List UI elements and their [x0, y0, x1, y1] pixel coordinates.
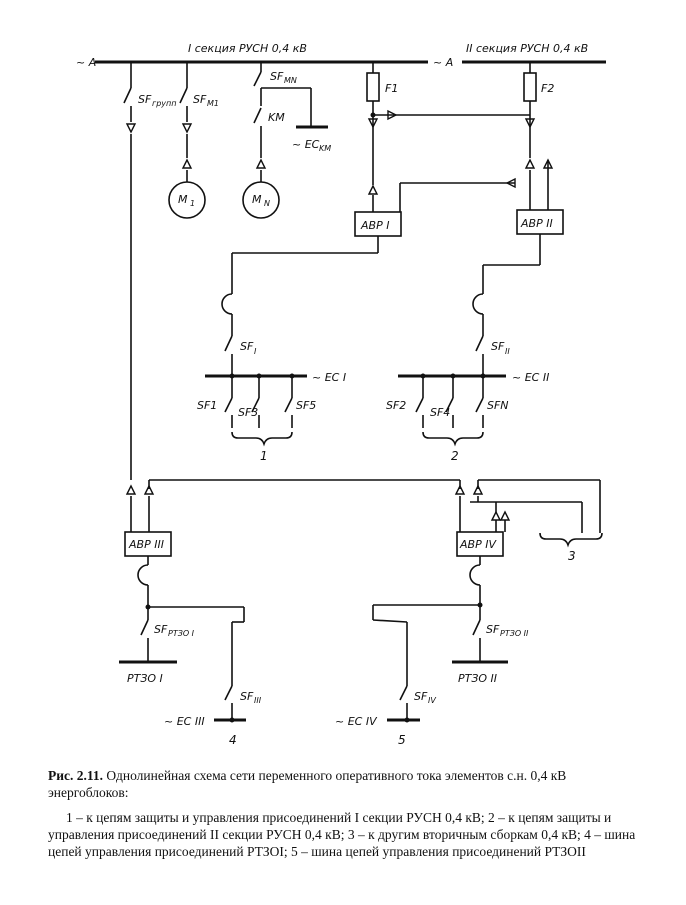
- sf-m1-switch: [179, 87, 188, 104]
- sf-rtzo2-label: SF: [486, 623, 500, 636]
- bus-section-2-title: II секция РУСН 0,4 кВ: [466, 42, 588, 55]
- brace-1: [231, 431, 293, 447]
- brace-3: [539, 532, 603, 548]
- number-4: 4: [229, 733, 237, 747]
- sf-rtzo1-switch: [140, 619, 149, 636]
- km-contact: [253, 107, 262, 124]
- sf2-label: SF2: [386, 399, 406, 412]
- sf3-label: SF3: [238, 406, 258, 419]
- figure-caption: Рис. 2.11. Однолинейная схема сети перем…: [48, 767, 648, 860]
- sf-iii-sub: III: [254, 696, 262, 705]
- bus-left-end-label: ~ A: [76, 56, 96, 69]
- bus-section-1-title: I секция РУСН 0,4 кВ: [188, 42, 307, 55]
- motor-mn-label: M: [252, 193, 262, 206]
- sf-group-label: SF: [138, 93, 152, 106]
- sf-ii-label: SF: [491, 340, 505, 353]
- sf-mn-sub: MN: [284, 76, 297, 85]
- fuse-f2-label: F2: [541, 82, 554, 95]
- number-2: 2: [451, 449, 459, 463]
- sf-iii-label: SF: [240, 690, 254, 703]
- sf-iii-switch: [224, 685, 233, 701]
- brace-2: [422, 431, 484, 447]
- sf-rtzo1-sub: РТЗО I: [168, 629, 195, 638]
- motor-mn: [242, 181, 280, 219]
- sf-ii-sub: II: [505, 347, 510, 356]
- ec-km-sub: KM: [319, 144, 331, 153]
- avr-4-label: АВР IV: [459, 538, 497, 551]
- sf-i-switch: [224, 335, 233, 352]
- sf-mn-switch: [253, 71, 262, 87]
- sf-rtzo2-switch: [472, 619, 481, 636]
- rtzo-1-label: РТЗО I: [127, 672, 163, 685]
- motor-m1-sub: 1: [190, 199, 195, 208]
- fuse-f1: [366, 72, 380, 102]
- sf4-label: SF4: [430, 406, 450, 419]
- sf-i-sub: I: [254, 347, 257, 356]
- avr-2-label: АВР II: [520, 217, 553, 230]
- bus-mid-end-label: ~ A: [433, 56, 453, 69]
- caption-title: Однолинейная схема сети переменного опер…: [48, 768, 567, 800]
- sfn-label: SFN: [487, 399, 509, 412]
- number-1: 1: [260, 449, 268, 463]
- ec-1-label: ~ EC I: [312, 371, 346, 384]
- sf-iv-switch: [399, 685, 408, 701]
- figure-label: Рис. 2.11.: [48, 768, 104, 783]
- rtzo-2-label: РТЗО II: [458, 672, 497, 685]
- sf-iv-sub: IV: [428, 696, 436, 705]
- sf-rtzo1-label: SF: [154, 623, 168, 636]
- sf-group-sub: групп: [152, 99, 176, 108]
- motor-mn-sub: N: [264, 199, 270, 208]
- ec-2-label: ~ EC II: [512, 371, 549, 384]
- sf-mn-label: SF: [270, 70, 284, 83]
- fuse-f2: [523, 72, 537, 102]
- sf1-label: SF1: [197, 399, 217, 412]
- sf-m1-sub: M1: [207, 99, 219, 108]
- sf-m1-label: SF: [193, 93, 207, 106]
- avr-1-label: АВР I: [360, 219, 389, 232]
- caption-heading: Рис. 2.11. Однолинейная схема сети перем…: [48, 767, 648, 801]
- ec-km-label: ~ EC: [292, 138, 320, 151]
- sf-rtzo2-sub: РТЗО II: [500, 629, 529, 638]
- motor-m1-label: M: [178, 193, 188, 206]
- avr-3-label: АВР III: [128, 538, 164, 551]
- number-5: 5: [398, 733, 406, 747]
- sf5-label: SF5: [296, 399, 316, 412]
- sf-group-switch: [123, 87, 132, 104]
- km-label: KM: [268, 111, 285, 124]
- motor-m1: [168, 181, 206, 219]
- ec-4-label: ~ EC IV: [335, 715, 378, 728]
- fuse-f1-label: F1: [385, 82, 398, 95]
- ec-3-label: ~ EC III: [164, 715, 205, 728]
- sf-iv-label: SF: [414, 690, 428, 703]
- number-3: 3: [568, 549, 576, 563]
- caption-legend: 1 – к цепям защиты и управления присоеди…: [48, 810, 636, 859]
- sf-ii-switch: [475, 335, 484, 352]
- sf-i-label: SF: [240, 340, 254, 353]
